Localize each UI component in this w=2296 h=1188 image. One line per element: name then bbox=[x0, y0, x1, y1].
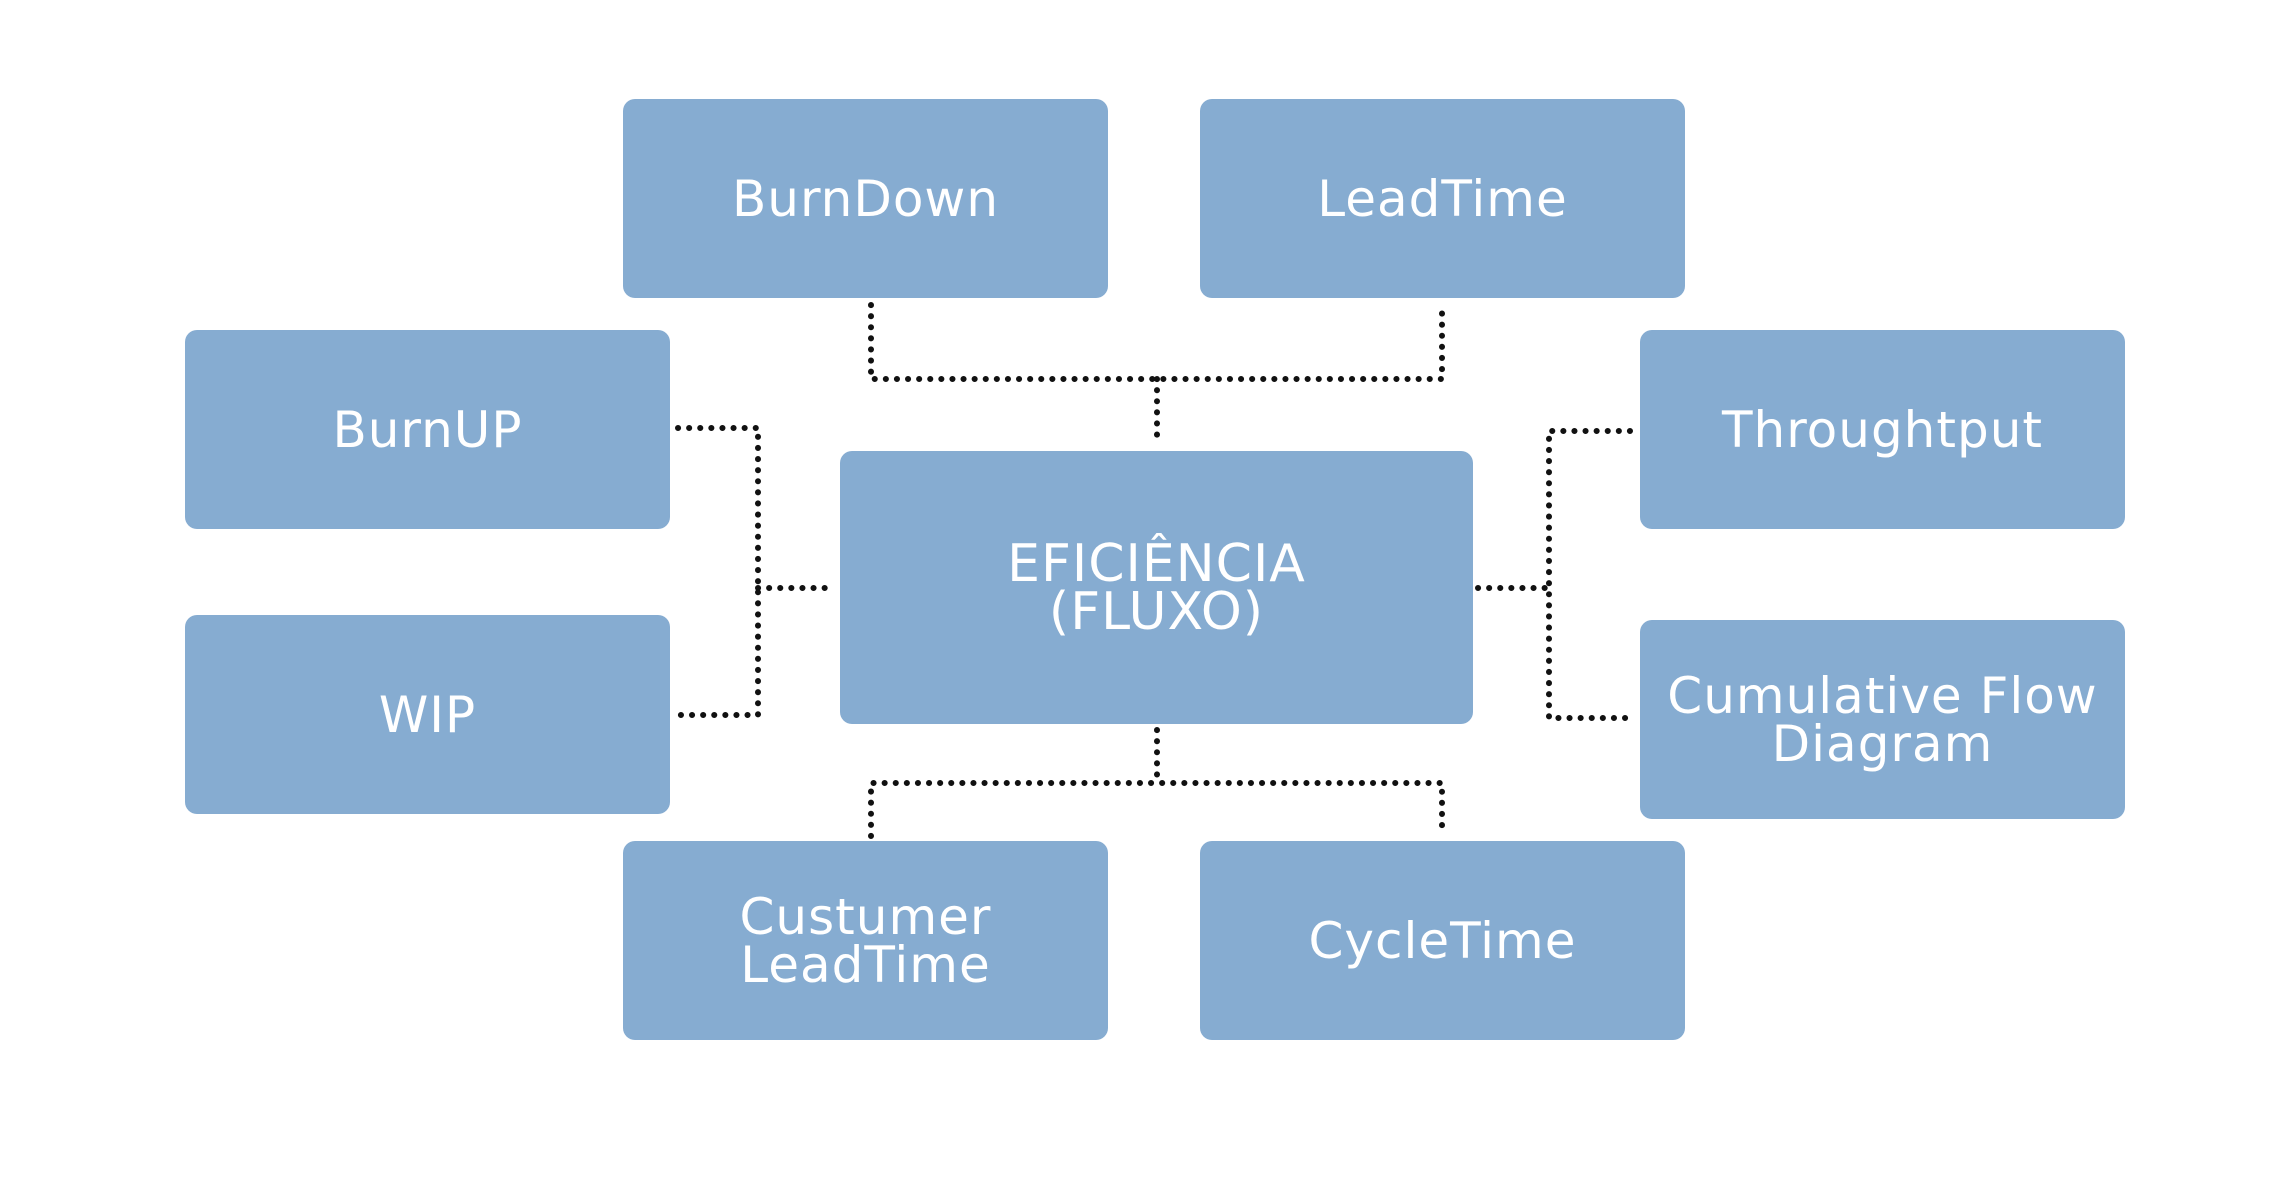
node-wip-label: WIP bbox=[378, 685, 477, 744]
node-throughtput-label: Throughtput bbox=[1721, 400, 2044, 459]
connector-top-branch bbox=[868, 302, 1445, 382]
node-cycletime: CycleTime bbox=[1200, 841, 1685, 1040]
node-center-eficiencia: EFICIÊNCIA (FLUXO) bbox=[840, 451, 1473, 724]
center-label-line2: (FLUXO) bbox=[1048, 581, 1265, 642]
center-label-line1: EFICIÊNCIA bbox=[1007, 533, 1306, 594]
node-cfd-label-line1: Cumulative Flow bbox=[1667, 666, 2098, 725]
node-cycletime-label: CycleTime bbox=[1308, 911, 1577, 970]
connector-right-branch bbox=[1546, 428, 1633, 721]
connector-bottom-branch bbox=[868, 780, 1445, 839]
node-leadtime-label: LeadTime bbox=[1317, 169, 1568, 228]
node-wip: WIP bbox=[185, 615, 670, 814]
node-custumer-label-line1: Custumer bbox=[739, 887, 992, 946]
node-cumulative-flow-diagram: Cumulative Flow Diagram bbox=[1640, 620, 2125, 819]
node-burndown: BurnDown bbox=[623, 99, 1108, 298]
node-burnup-label: BurnUP bbox=[332, 400, 523, 459]
connector-left-branch bbox=[675, 425, 761, 718]
node-leadtime: LeadTime bbox=[1200, 99, 1685, 298]
node-burndown-label: BurnDown bbox=[731, 169, 1000, 228]
node-cfd-label-line2: Diagram bbox=[1771, 714, 1994, 773]
node-custumer-leadtime: Custumer LeadTime bbox=[623, 841, 1108, 1040]
node-custumer-label-line2: LeadTime bbox=[740, 935, 991, 994]
node-throughtput: Throughtput bbox=[1640, 330, 2125, 529]
node-burnup: BurnUP bbox=[185, 330, 670, 529]
